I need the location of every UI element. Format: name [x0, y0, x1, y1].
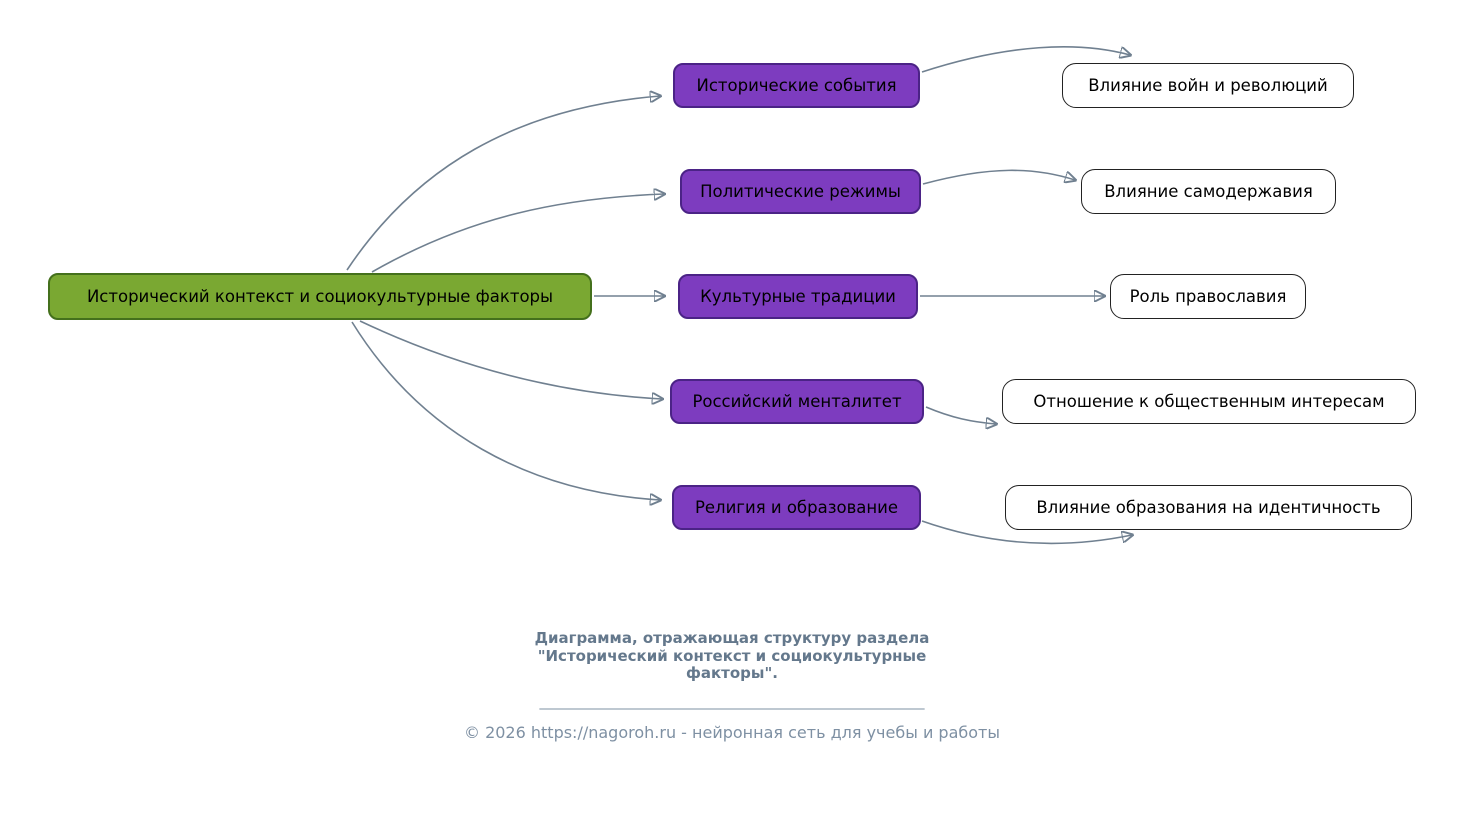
branch-node-historical-events: Исторические события: [673, 63, 920, 108]
branch-node-cultural-traditions: Культурные традиции: [678, 274, 918, 319]
root-node: Исторический контекст и социокультурные …: [48, 273, 592, 320]
edge-branch2-leaf2: [922, 169, 1075, 185]
branch-node-russian-mentality: Российский менталитет: [670, 379, 924, 424]
caption-block: Диаграмма, отражающая структуру раздела …: [0, 629, 1464, 742]
caption-title: Диаграмма, отражающая структуру раздела …: [534, 629, 930, 682]
edge-root-branch1: [346, 96, 660, 271]
caption-separator: ________________________________________…: [539, 693, 925, 710]
edge-root-branch4: [359, 320, 662, 399]
leaf-node-public-interests: Отношение к общественным интересам: [1002, 379, 1416, 424]
branch-node-religion-education: Религия и образование: [672, 485, 921, 530]
branch-node-political-regimes: Политические режимы: [680, 169, 921, 214]
edge-root-branch5: [351, 321, 660, 500]
caption-copyright: © 2026 https://nagoroh.ru - нейронная се…: [463, 722, 1000, 742]
leaf-node-autocracy: Влияние самодержавия: [1081, 169, 1336, 214]
leaf-node-wars-revolutions: Влияние войн и революций: [1062, 63, 1354, 108]
leaf-node-orthodoxy: Роль православия: [1110, 274, 1306, 319]
edge-branch4-leaf4: [925, 406, 996, 424]
leaf-node-education-identity: Влияние образования на идентичность: [1005, 485, 1412, 530]
edge-root-branch2: [371, 194, 664, 273]
